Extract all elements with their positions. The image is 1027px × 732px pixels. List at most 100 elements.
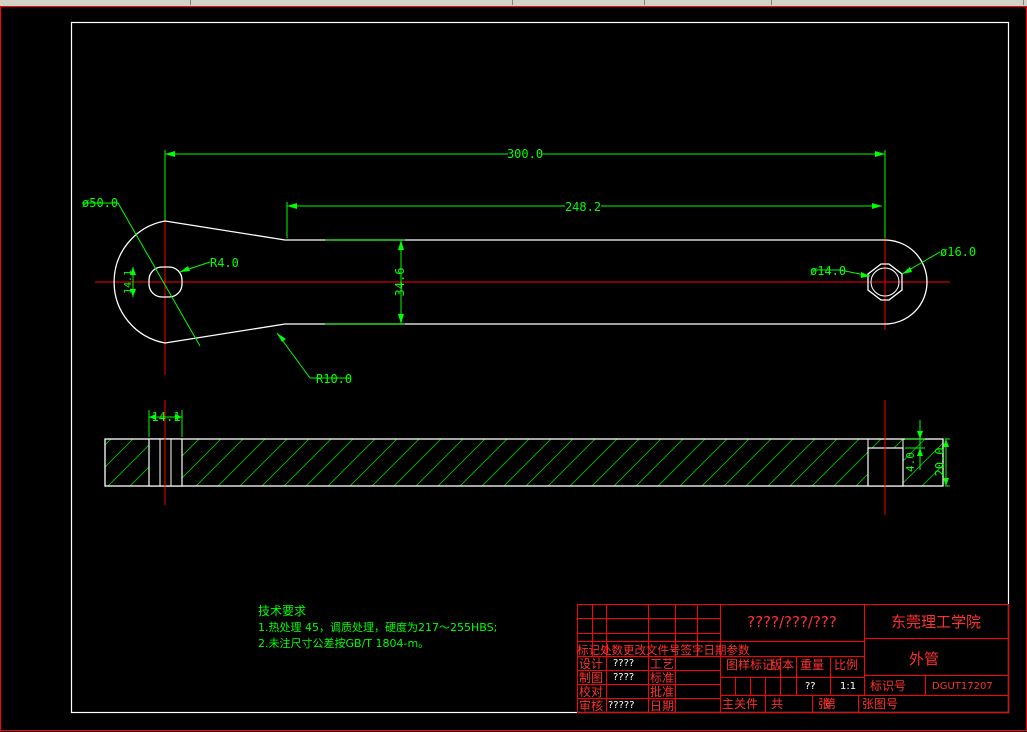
hatch-line (327, 439, 376, 486)
hatch-line (789, 439, 838, 486)
hatch-line (305, 439, 354, 486)
hatch-line (657, 439, 706, 486)
side-standard: 标准 (650, 671, 674, 685)
right-hex-hole (867, 263, 903, 301)
hatch-line (723, 439, 772, 486)
hatch-line (105, 439, 112, 446)
hatch-line (701, 439, 750, 486)
hatch-line (679, 439, 728, 486)
arrow (875, 151, 885, 157)
school-name: 东莞理工学院 (891, 613, 981, 631)
dim-text-side-step: 4.0 (904, 452, 917, 472)
notes-line-1: 1.热处理 45，调质处理，硬度为217～255HBS; (258, 620, 497, 634)
role-drafting: 制图 (579, 671, 603, 685)
drawing-number: DGUT17207 (932, 681, 993, 692)
arrow (287, 203, 297, 209)
arrow (180, 266, 190, 272)
dim-text-left-diameter: ø50.0 (82, 196, 118, 210)
dim-text-overall-length: 300.0 (507, 147, 543, 161)
left-slot (148, 266, 183, 298)
hatch-line (833, 439, 882, 486)
section-view: 14.1 4.0 20.0 (104, 400, 1027, 515)
header-weight: 重量 (800, 658, 824, 672)
hatch-line (591, 439, 640, 486)
side-process: 工艺 (650, 657, 674, 671)
hatch-line (283, 439, 332, 486)
drawing-name-placeholder: ????/???/??? (747, 613, 837, 631)
scale-value: 1:1 (840, 681, 856, 692)
hatch-line (767, 439, 816, 486)
dim-text-right-outer-diameter: ø16.0 (940, 245, 976, 259)
window-top-strip (0, 0, 1027, 6)
notes-line-2: 2.未注尺寸公差按GB/T 1804-m。 (258, 636, 429, 650)
side-date: 日期 (650, 699, 674, 713)
hatch-line (899, 442, 943, 486)
dim-text-slot-width: 14.1 (123, 270, 134, 294)
arrow (872, 203, 882, 209)
right-inner-circle (870, 267, 900, 297)
revision-header: 标记处数更改文件号签字日期参数 (577, 643, 750, 657)
drawing-frame (70, 21, 1010, 714)
arrow (165, 151, 175, 157)
id-label: 标识号 (870, 679, 906, 693)
hatch-line (217, 439, 266, 486)
front-view: 300.0 248.2 34.6 ø50.0 R4.0 14.1 R10.0 (82, 146, 976, 386)
title-block (577, 604, 1009, 713)
arrow (277, 333, 286, 342)
technical-notes: 技术要求 1.热处理 45，调质处理，硬度为217～255HBS; 2.未注尺寸… (258, 604, 497, 650)
name-drafting: ???? (613, 672, 634, 683)
hatch-line (195, 439, 244, 486)
hatch-line (525, 439, 574, 486)
role-check: 校对 (579, 684, 603, 699)
hatch-line (261, 439, 310, 486)
section-outline (104, 438, 944, 487)
hatch-line (503, 439, 552, 486)
role-design: 设计 (579, 657, 603, 671)
hatch-line (940, 435, 995, 490)
dim-text-right-inner-diameter: ø14.0 (810, 264, 846, 278)
bottom-sheet-a: 张 (818, 697, 830, 711)
hatch-line (459, 439, 508, 486)
hatch-line (105, 439, 134, 468)
bottom-main: 主关件 (722, 697, 758, 711)
dim-text-shank-height: 34.6 (393, 268, 407, 297)
bottom-nth: 第 (824, 697, 836, 711)
side-approve: 批准 (650, 684, 674, 699)
hatch-line (239, 439, 288, 486)
hatch-line (437, 439, 486, 486)
dim-text-side-slot-width: 14.1 (152, 410, 181, 424)
leader-left-hole (117, 202, 201, 347)
arrow (398, 314, 404, 324)
bottom-sheet-b: 张 (862, 697, 874, 711)
hatch-line (984, 435, 1027, 490)
dim-text-fillet-radius: R10.0 (316, 372, 352, 386)
hatch-line (811, 439, 860, 486)
header-scale: 比例 (834, 658, 858, 672)
hatch-line (371, 439, 420, 486)
role-review: 审核 (579, 698, 603, 713)
crank-outline (113, 220, 928, 344)
dim-text-slot-radius: R4.0 (210, 256, 239, 270)
sheet-outer-border (0, 6, 1027, 731)
dim-text-thickness: 20.0 (933, 448, 947, 477)
hatch-line (635, 439, 684, 486)
header-drawing-mark: 图样标记 (726, 657, 774, 672)
bottom-total: 共 (771, 697, 783, 711)
hatch-line (481, 439, 530, 486)
hatch-line (547, 439, 596, 486)
hatch-line (415, 439, 464, 486)
hatch-line (613, 439, 662, 486)
hatch-line (349, 439, 398, 486)
notes-title: 技术要求 (258, 604, 306, 618)
weight-value: ?? (805, 681, 816, 692)
header-version: 版本 (770, 658, 794, 672)
name-review: ????? (608, 700, 635, 711)
part-name: 外管 (909, 650, 939, 668)
arrow (398, 240, 404, 250)
bottom-drawing-no: 图号 (874, 697, 898, 711)
hatch-line (745, 439, 794, 486)
dim-text-shank-length: 248.2 (565, 200, 601, 214)
name-design: ???? (613, 658, 634, 669)
hatch-line (393, 439, 442, 486)
